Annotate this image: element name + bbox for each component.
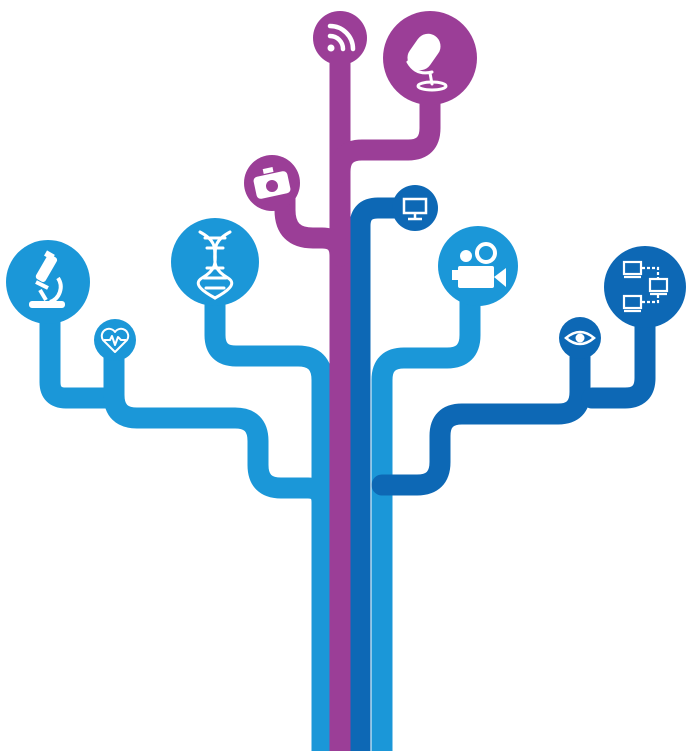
branch-video-camera <box>371 257 481 751</box>
camera-icon <box>253 167 291 199</box>
branch-eye <box>371 329 591 496</box>
network-icon <box>622 260 669 313</box>
microphone-icon <box>406 33 448 92</box>
branch-monitor <box>349 197 426 751</box>
monitor-icon <box>402 197 428 221</box>
dna-node <box>171 218 259 306</box>
branch-microphone <box>329 74 441 183</box>
purple-branches <box>274 29 441 751</box>
heart-monitor-icon <box>100 327 130 353</box>
branch-network <box>581 307 656 409</box>
eye-node <box>559 317 601 359</box>
microscope-node <box>6 240 90 324</box>
camera-node <box>244 155 300 211</box>
network-node <box>604 246 686 328</box>
microphone-node <box>383 11 477 105</box>
light-blue-branches <box>39 257 481 751</box>
monitor-node <box>392 185 438 231</box>
branch-camera <box>274 184 351 267</box>
rss-icon <box>327 23 356 52</box>
dark-blue-branches <box>349 197 656 751</box>
eye-icon <box>564 330 596 346</box>
branch-heart <box>103 334 333 751</box>
branch-dna <box>204 257 333 751</box>
heart-monitor-node <box>94 319 136 361</box>
microscope-icon <box>29 250 65 308</box>
branch-microscope <box>39 289 119 409</box>
dna-icon <box>196 230 234 300</box>
rss-node <box>313 11 367 65</box>
video-camera-icon <box>452 242 506 288</box>
video-camera-node <box>438 226 518 306</box>
icon-nodes <box>6 11 686 361</box>
